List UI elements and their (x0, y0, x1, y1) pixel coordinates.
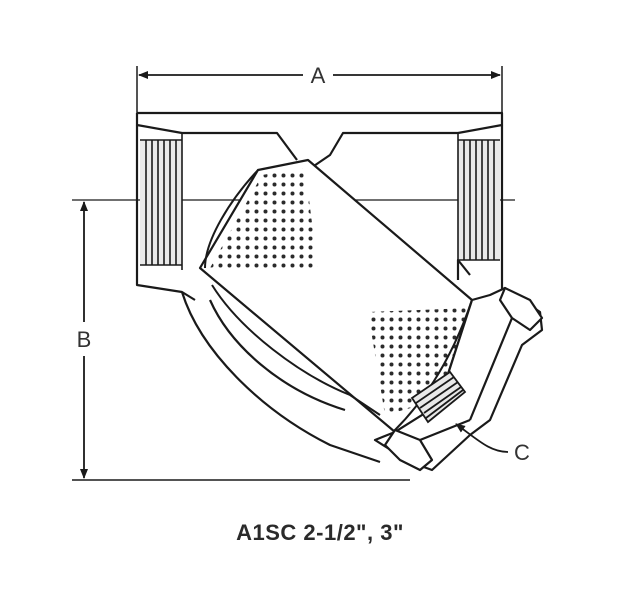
right-thread-shade (458, 140, 500, 260)
model-caption: A1SC 2-1/2", 3" (236, 520, 404, 545)
screen-perforation-upper (210, 168, 318, 270)
left-thread-shade (140, 140, 182, 265)
left-thread (140, 133, 183, 270)
cap-edge (468, 317, 514, 421)
body-right-lower (456, 258, 471, 280)
screen-cap (373, 286, 544, 472)
body-top-edge (137, 111, 504, 171)
plug-thread (419, 381, 459, 409)
dim-c-leader (455, 423, 509, 453)
plug-outline (410, 370, 467, 424)
body-lower-curve (180, 291, 381, 464)
screen-perforation-lower (368, 308, 470, 415)
dimension-a: A (136, 63, 503, 113)
dimension-c: C (455, 423, 530, 465)
dim-a-label: A (311, 63, 326, 88)
screen-top-end (204, 169, 259, 269)
body-left-end (135, 125, 196, 301)
dim-b-label: B (77, 327, 92, 352)
body-lower-inner (208, 299, 346, 412)
drain-plug (410, 370, 467, 424)
plug-thread (423, 386, 462, 414)
plug-thread (415, 376, 455, 404)
screen-inner-wall (211, 284, 381, 416)
dim-c-label: C (514, 440, 530, 465)
cap-edge-2 (419, 418, 471, 442)
cap-nut-upper (498, 286, 544, 332)
right-thread (457, 133, 500, 262)
strainer-screen (198, 158, 474, 434)
plug-thread (425, 389, 464, 419)
